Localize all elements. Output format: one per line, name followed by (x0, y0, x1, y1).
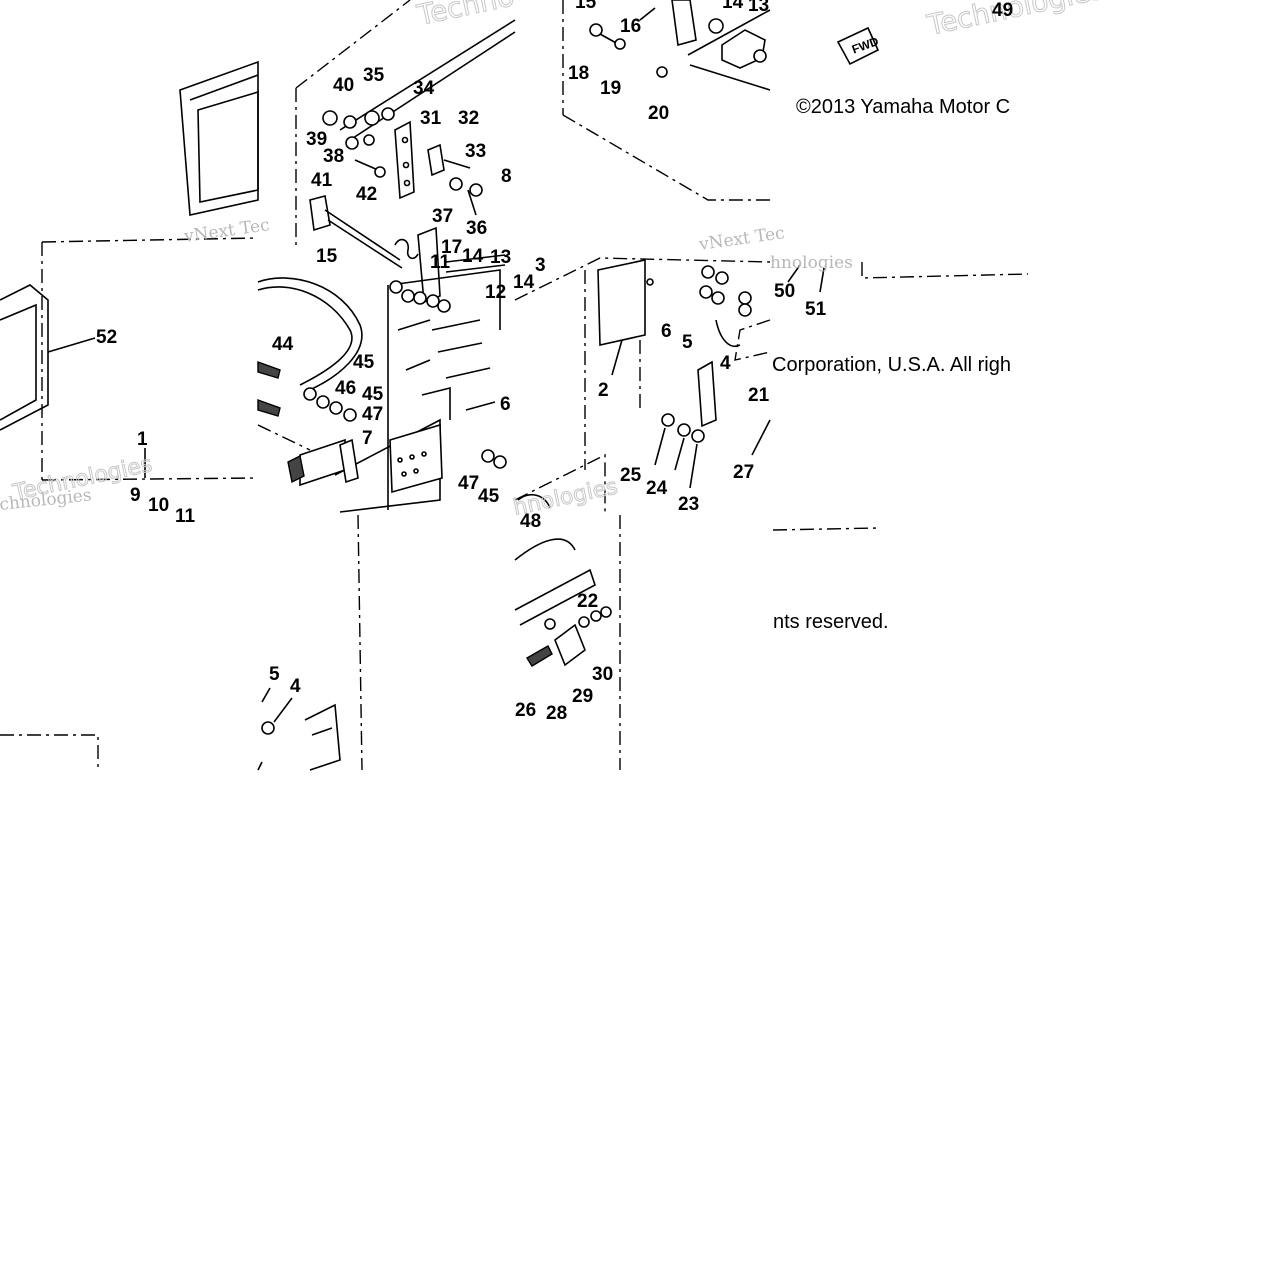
part-number-label: 22 (577, 591, 598, 612)
part-number-label: 41 (311, 170, 333, 191)
part-number-label: 2 (598, 380, 609, 401)
watermark-text: vNext Tec (697, 223, 786, 255)
part-number-label: 21 (748, 385, 770, 406)
part-number-label: 14 (513, 272, 535, 293)
copyright-tile: FWD (772, 26, 1029, 531)
part-number-label: 1 (137, 429, 148, 450)
part-number-label: 8 (501, 166, 512, 187)
part-number-label: 5 (269, 664, 280, 685)
part-number-label: 11 (430, 252, 451, 273)
part-number-label: 47 (458, 473, 479, 494)
copyright-line-2: Corporation, U.S.A. All righ (772, 354, 1011, 376)
part-number-label: 13 (490, 247, 511, 268)
part-number-label: 3 (535, 255, 546, 276)
part-number-label: 45 (353, 352, 375, 373)
part-number-label: 23 (678, 494, 699, 515)
part-number-label: 15 (316, 246, 338, 267)
part-number-label: 45 (478, 486, 500, 507)
part-number-label: 13 (748, 0, 769, 16)
part-number-label: 34 (413, 78, 435, 99)
upper-right-tile (562, 0, 771, 201)
part-number-label: 29 (572, 686, 593, 707)
part-number-label: 28 (546, 703, 567, 724)
part-number-label: 27 (733, 462, 754, 483)
part-number-label: 31 (420, 108, 442, 129)
part-number-label: 49 (992, 0, 1013, 21)
watermark-text: hnologies (770, 253, 853, 273)
part-number-label: 50 (774, 281, 795, 302)
watermark-text: Technologies (924, 0, 1108, 42)
watermark-text: Techno (414, 0, 517, 32)
part-number-label: 4 (720, 353, 731, 374)
part-number-label: 14 (722, 0, 744, 13)
battery-box-tile (41, 60, 259, 481)
part-number-label: 51 (805, 299, 827, 320)
part-number-label: 39 (306, 129, 327, 150)
part-number-label: 52 (96, 327, 117, 348)
part-number-label: 7 (362, 428, 373, 449)
lower-bracket-tile (257, 514, 363, 771)
bracket-assembly-tile (257, 0, 516, 513)
part-number-label: 44 (272, 334, 294, 355)
part-number-label: 16 (620, 16, 641, 37)
battery-tile (0, 284, 146, 478)
copyright-line-3: nts reserved. (773, 611, 889, 633)
part-number-label: 4 (290, 676, 301, 697)
part-number-label: 17 (441, 237, 462, 258)
part-number-label: 45 (362, 384, 384, 405)
part-number-label: 25 (620, 465, 642, 486)
part-number-label: 36 (466, 218, 487, 239)
part-number-label: 38 (323, 146, 344, 167)
part-number-label: 35 (363, 65, 385, 86)
part-number-label: 19 (600, 78, 621, 99)
part-number-label: 33 (465, 141, 486, 162)
part-number-label: 20 (648, 103, 669, 124)
part-number-label: 9 (130, 485, 141, 506)
part-number-label: 40 (333, 75, 354, 96)
part-number-label: 26 (515, 700, 536, 721)
part-number-label: 24 (646, 478, 668, 499)
part-number-label: 11 (175, 506, 196, 527)
part-number-label: 37 (432, 206, 453, 227)
part-number-label: 6 (500, 394, 511, 415)
part-number-label: 10 (148, 495, 169, 516)
part-number-label: 47 (362, 404, 383, 425)
part-number-label: 30 (592, 664, 613, 685)
part-number-label: 5 (682, 332, 693, 353)
part-number-label: 14 (462, 246, 484, 267)
part-number-label: 42 (356, 184, 377, 205)
part-number-label: 12 (485, 282, 506, 303)
clamp-assembly-tile (514, 453, 621, 770)
part-number-label: 32 (458, 108, 479, 129)
left-bottom-tile (0, 734, 99, 770)
part-number-label: 6 (661, 321, 672, 342)
watermark-text: vNext Tec (182, 215, 271, 247)
part-number-label: 48 (520, 511, 541, 532)
part-number-label: 46 (335, 378, 356, 399)
part-callouts: 52 1 9 10 11 40 35 34 31 32 33 39 38 41 … (96, 0, 1013, 724)
mount-plate-tile (514, 257, 771, 489)
part-number-label: 18 (568, 63, 589, 84)
part-number-label: 15 (575, 0, 597, 13)
copyright-line-1: ©2013 Yamaha Motor C (796, 96, 1010, 118)
